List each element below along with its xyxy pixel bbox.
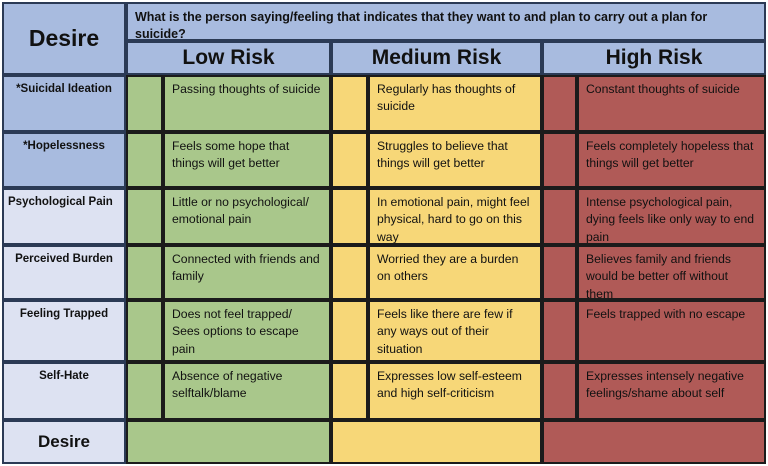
header-high-risk: High Risk [542,41,766,75]
row-spacer-high-2 [542,188,577,245]
header-low-risk: Low Risk [126,41,331,75]
row-spacer-high-5 [542,362,577,420]
cell-high-hopelessness: Feels completely hopeless that things wi… [577,132,766,188]
cell-low-suicidal-ideation: Passing thoughts of suicide [163,75,331,132]
row-label-feeling-trapped: Feeling Trapped [2,300,126,362]
row-label-self-hate: Self-Hate [2,362,126,420]
row-spacer-high-1 [542,132,577,188]
footer-cell-high [542,420,766,464]
row-spacer-high-3 [542,245,577,300]
footer-row-label-desire: Desire [2,420,126,464]
cell-medium-perceived-burden: Worried they are a burden on others [368,245,542,300]
row-label-suicidal-ideation: *Suicidal Ideation [2,75,126,132]
row-spacer-medium-2 [331,188,368,245]
cell-medium-psychological-pain: In emotional pain, might feel physical, … [368,188,542,245]
cell-high-suicidal-ideation: Constant thoughts of suicide [577,75,766,132]
row-spacer-high-0 [542,75,577,132]
row-spacer-low-3 [126,245,163,300]
cell-high-self-hate: Expresses intensely negative feelings/sh… [577,362,766,420]
cell-high-perceived-burden: Believes family and friends would be bet… [577,245,766,300]
cell-low-feeling-trapped: Does not feel trapped/ Sees options to e… [163,300,331,362]
footer-cell-medium [331,420,542,464]
row-spacer-medium-3 [331,245,368,300]
header-medium-risk: Medium Risk [331,41,542,75]
cell-medium-self-hate: Expresses low self-esteem and high self-… [368,362,542,420]
row-spacer-medium-4 [331,300,368,362]
row-spacer-low-5 [126,362,163,420]
row-spacer-low-2 [126,188,163,245]
row-spacer-low-1 [126,132,163,188]
header-corner-label: Desire [2,2,126,75]
cell-medium-suicidal-ideation: Regularly has thoughts of suicide [368,75,542,132]
cell-low-self-hate: Absence of negative selftalk/blame [163,362,331,420]
cell-medium-hopelessness: Struggles to believe that things will ge… [368,132,542,188]
row-label-psychological-pain: Psychological Pain [2,188,126,245]
row-label-perceived-burden: Perceived Burden [2,245,126,300]
cell-low-psychological-pain: Little or no psychological/ emotional pa… [163,188,331,245]
row-spacer-medium-5 [331,362,368,420]
row-spacer-low-0 [126,75,163,132]
row-label-hopelessness: *Hopelessness [2,132,126,188]
cell-low-hopelessness: Feels some hope that things will get bet… [163,132,331,188]
row-spacer-low-4 [126,300,163,362]
row-spacer-medium-1 [331,132,368,188]
row-spacer-medium-0 [331,75,368,132]
header-prompt: What is the person saying/feeling that i… [126,2,766,41]
footer-cell-low [126,420,331,464]
cell-high-psychological-pain: Intense psychological pain, dying feels … [577,188,766,245]
cell-low-perceived-burden: Connected with friends and family [163,245,331,300]
cell-medium-feeling-trapped: Feels like there are few if any ways out… [368,300,542,362]
row-spacer-high-4 [542,300,577,362]
cell-high-feeling-trapped: Feels trapped with no escape [577,300,766,362]
